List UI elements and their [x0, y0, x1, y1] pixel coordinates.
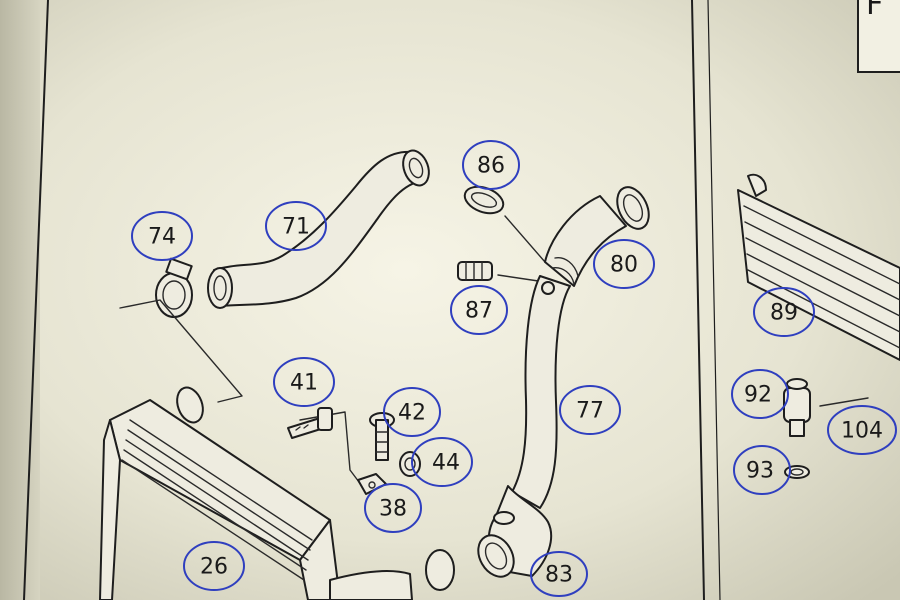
hose-77 [477, 186, 650, 578]
callout-41[interactable]: 41 [273, 357, 335, 407]
callout-label: 92 [744, 383, 772, 408]
callout-label: 74 [148, 225, 176, 250]
callout-93[interactable]: 93 [733, 445, 791, 495]
callout-label: 87 [465, 299, 493, 324]
callout-label: 86 [477, 154, 505, 179]
callout-80[interactable]: 80 [593, 239, 655, 289]
callout-86[interactable]: 86 [462, 140, 520, 190]
callout-71[interactable]: 71 [265, 201, 327, 251]
bolt-41 [287, 407, 333, 439]
callout-104[interactable]: 104 [827, 405, 897, 455]
callout-label: 83 [545, 563, 573, 588]
panel-frames: F [23, 0, 900, 600]
callout-label: 77 [576, 399, 604, 424]
callout-38[interactable]: 38 [364, 483, 422, 533]
fitting-87 [457, 261, 493, 281]
callout-83[interactable]: 83 [530, 551, 588, 597]
corner-title-partial-text: F [866, 0, 883, 22]
callout-label: 93 [746, 459, 774, 484]
radiator-89 [737, 173, 900, 361]
callout-label: 26 [200, 555, 228, 580]
callout-label: 89 [770, 301, 798, 326]
callout-87[interactable]: 87 [450, 285, 508, 335]
callout-label: 38 [379, 497, 407, 522]
callout-26[interactable]: 26 [183, 541, 245, 591]
callout-74[interactable]: 74 [131, 211, 193, 261]
callout-77[interactable]: 77 [559, 385, 621, 435]
reservoir-92 [783, 378, 811, 437]
bolt-42 [369, 412, 395, 461]
callout-44[interactable]: 44 [411, 437, 473, 487]
callout-89[interactable]: 89 [753, 287, 815, 337]
cap-93 [784, 465, 810, 479]
hose-71 [207, 149, 430, 309]
callout-label: 104 [841, 419, 883, 444]
callout-label: 80 [610, 253, 638, 278]
callout-42[interactable]: 42 [383, 387, 441, 437]
callout-92[interactable]: 92 [731, 369, 789, 419]
intercooler-26 [99, 386, 455, 600]
screen-left-edge [0, 0, 40, 600]
callout-label: 42 [398, 401, 426, 426]
nut-44 [399, 451, 421, 477]
callout-label: 71 [282, 215, 310, 240]
corner-title-box [857, 0, 900, 73]
callout-label: 44 [432, 451, 460, 476]
callout-label: 41 [290, 371, 318, 396]
